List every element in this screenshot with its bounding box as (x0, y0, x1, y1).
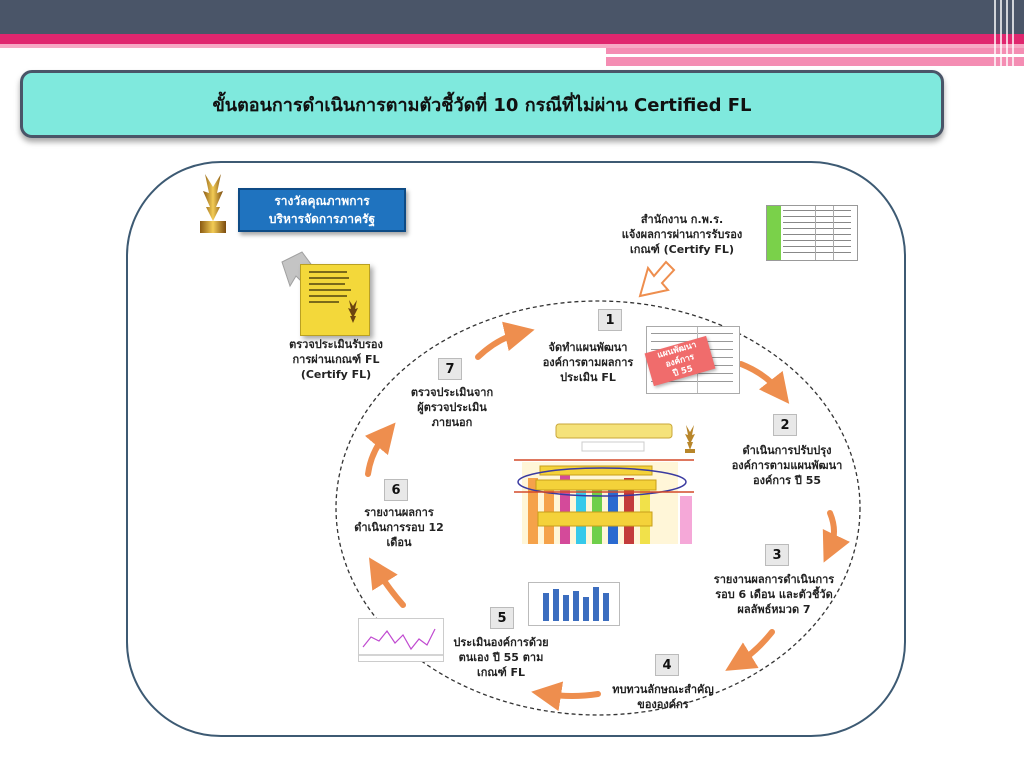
award-line1: รางวัลคุณภาพการ (274, 194, 370, 208)
office-note: สำนักงาน ก.พ.ร. แจ้งผลการผ่านการรับรอง เ… (598, 212, 766, 257)
award-line2: บริหารจัดการภาครัฐ (268, 212, 376, 226)
step-1-label: จัดทำแผนพัฒนา องค์การตามผลการ ประเมิน FL (526, 340, 650, 385)
step-3-line1: รายงานผลการดำเนินการ (713, 573, 835, 586)
line-thumbnail-graphic (359, 628, 443, 656)
header-accent-right (606, 48, 1024, 66)
step-5-line1: ประเมินองค์การด้วย (453, 636, 549, 649)
step-3-label: รายงานผลการดำเนินการ รอบ 6 เดือน และตัวช… (698, 572, 850, 617)
step-1-number: 1 (598, 309, 622, 331)
step-3-number: 3 (765, 544, 789, 566)
step-3-line2: รอบ 6 เดือน และตัวชี้วัด (715, 588, 833, 601)
arrow-4-to-5 (531, 681, 601, 712)
header-accent-thin (0, 44, 1024, 48)
header-accent-bar (0, 34, 1024, 44)
arrow-2-to-3 (822, 510, 850, 563)
result-sheet-thumbnail (766, 205, 858, 261)
step-7-line2: ผู้ตรวจประเมิน (417, 401, 487, 414)
step-6-line2: ดำเนินการรอบ 12 (354, 521, 444, 534)
office-note-line2: แจ้งผลการผ่านการรับรอง (621, 228, 743, 241)
header-line (1012, 0, 1014, 66)
title-banner: ขั้นตอนการดำเนินการตามตัวชี้วัดที่ 10 กร… (20, 70, 944, 138)
step-6-line3: เดือน (386, 536, 412, 549)
step-7-line1: ตรวจประเมินจาก (410, 386, 494, 399)
step-1-line1: จัดทำแผนพัฒนา (548, 341, 628, 354)
arrow-3-to-4 (725, 629, 775, 671)
gold-trophy-icon (200, 174, 226, 233)
header-line (1000, 0, 1002, 66)
report-line-chart-thumbnail (358, 618, 444, 662)
step-5-number: 5 (490, 607, 514, 629)
certify-note-line1: ตรวจประเมินรับรอง (289, 338, 383, 351)
step-6-number: 6 (384, 479, 408, 501)
orange-curved-arrow-icon (364, 321, 850, 712)
step-4-label: ทบทวนลักษณะสำคัญ ขององค์กร (598, 682, 728, 712)
office-note-line1: สำนักงาน ก.พ.ร. (640, 213, 724, 226)
step-5-label: ประเมินองค์การด้วย ตนเอง ปี 55 ตาม เกณฑ์… (438, 635, 564, 680)
arrow-1-to-2 (738, 361, 790, 404)
step-2-line3: องค์การ ปี 55 (752, 474, 822, 487)
step-2-label: ดำเนินการปรับปรุง องค์การตามแผนพัฒนา องค… (712, 443, 862, 488)
step-4-number: 4 (655, 654, 679, 676)
step-4-line2: ขององค์กร (637, 698, 689, 711)
header-line (1006, 0, 1008, 66)
step-6-label: รายงานผลการ ดำเนินการรอบ 12 เดือน (336, 505, 462, 550)
step-6-line1: รายงานผลการ (364, 506, 434, 519)
step-4-line1: ทบทวนลักษณะสำคัญ (612, 683, 714, 696)
award-label: รางวัลคุณภาพการ บริหารจัดการภาครัฐ (238, 188, 406, 232)
diagram-frame (126, 161, 906, 737)
self-assessment-chart-thumbnail (528, 582, 620, 626)
step-5-line2: ตนเอง ปี 55 ตาม (458, 651, 544, 664)
certify-note: ตรวจประเมินรับรอง การผ่านเกณฑ์ FL (Certi… (256, 337, 416, 382)
step-7-number: 7 (438, 358, 462, 380)
header-bar (0, 0, 1024, 34)
certify-note-line2: การผ่านเกณฑ์ FL (292, 353, 380, 366)
center-figure (510, 422, 700, 554)
arrow-7-to-1 (475, 321, 535, 360)
bar-thumbnail-graphic (543, 587, 609, 621)
step-2-line1: ดำเนินการปรับปรุง (742, 444, 832, 457)
certify-document (300, 264, 370, 336)
step-1-line3: ประเมิน FL (560, 371, 616, 384)
arrow-5-to-6 (368, 557, 406, 608)
arrow-6-to-7 (364, 422, 396, 477)
small-trophy-icon (685, 425, 695, 453)
header-stripe (606, 54, 1024, 57)
header-line (994, 0, 996, 66)
step-5-line3: เกณฑ์ FL (476, 666, 526, 679)
step-7-label: ตรวจประเมินจาก ผู้ตรวจประเมิน ภายนอก (394, 385, 510, 430)
certify-note-line3: (Certify FL) (300, 368, 372, 381)
office-arrow-icon (638, 260, 676, 298)
cycle-circle (335, 300, 861, 716)
step-2-number: 2 (773, 414, 797, 436)
step-2-line2: องค์การตามแผนพัฒนา (731, 459, 843, 472)
page-title: ขั้นตอนการดำเนินการตามตัวชี้วัดที่ 10 กร… (212, 94, 752, 116)
step-3-line3: ผลลัพธ์หมวด 7 (737, 603, 811, 616)
doc-trophy-icon (348, 300, 358, 323)
step-1-line2: องค์การตามผลการ (542, 356, 634, 369)
center-figure-graphic (514, 423, 694, 544)
step-7-line3: ภายนอก (431, 416, 473, 429)
office-note-line3: เกณฑ์ (Certify FL) (630, 243, 734, 256)
